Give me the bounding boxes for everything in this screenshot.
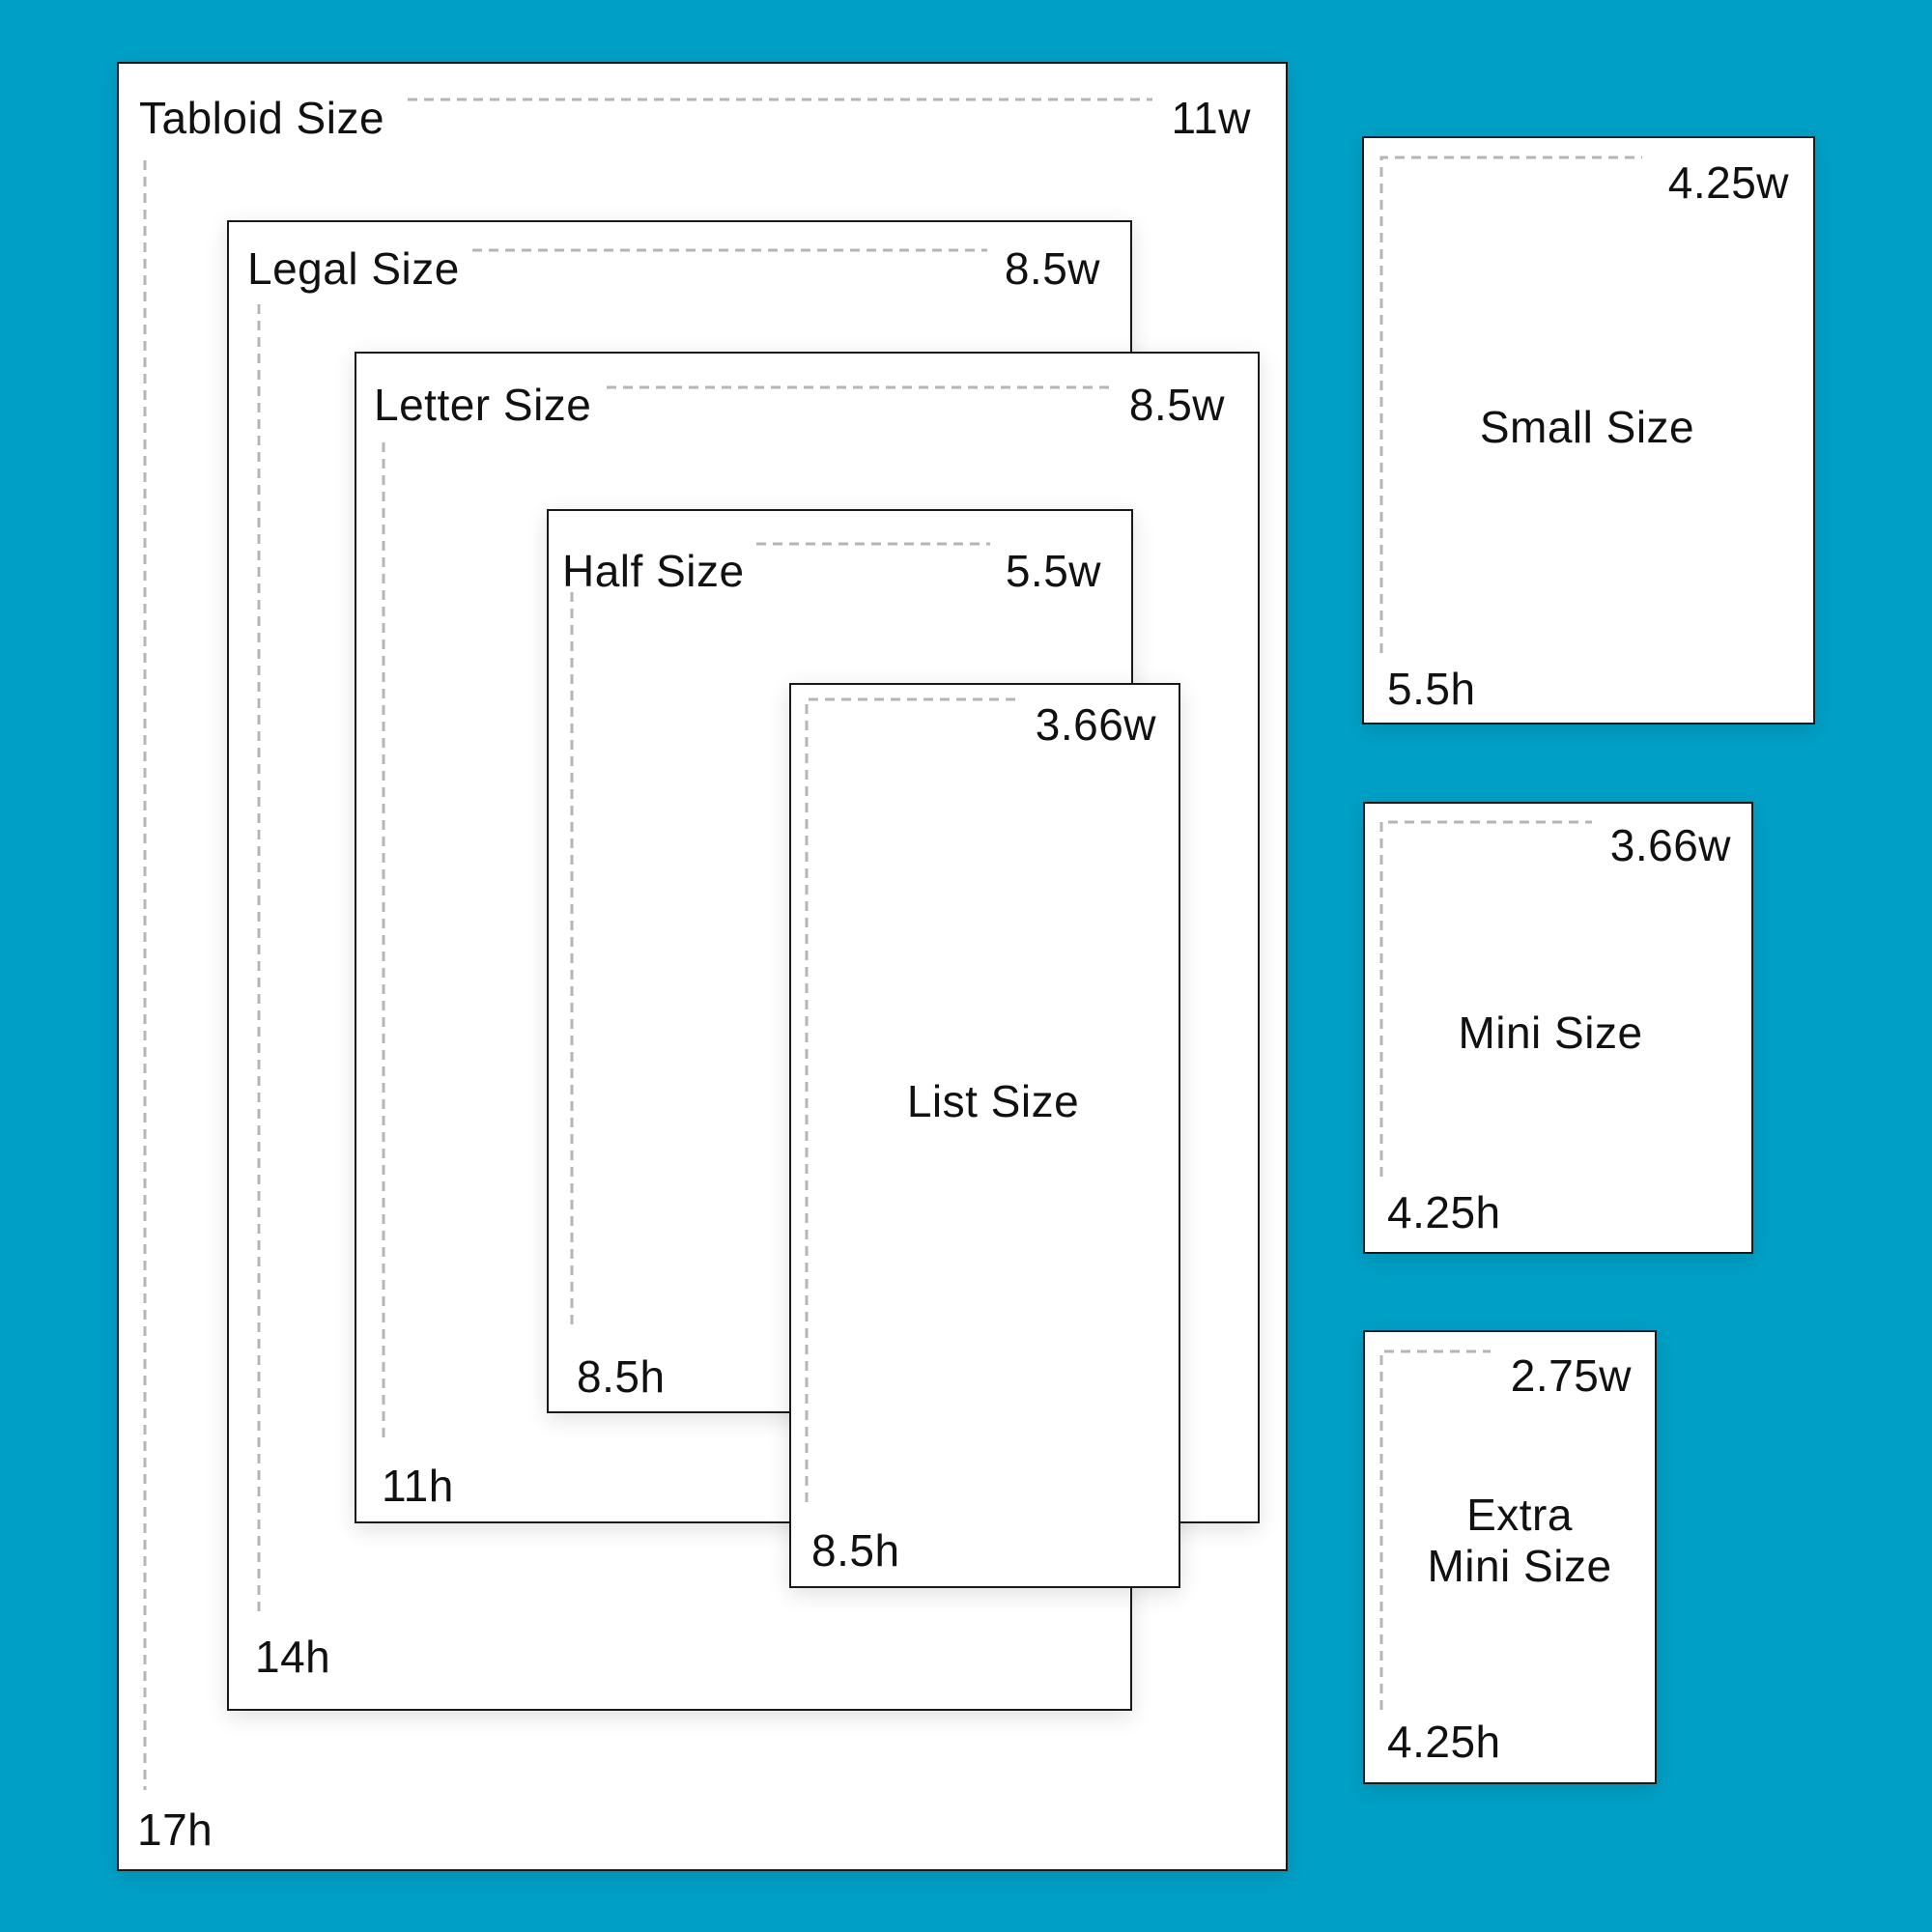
extra-mini-width-label: 2.75w: [1510, 1350, 1632, 1401]
small-title: Small Size: [1479, 402, 1695, 452]
list-size-card: [789, 683, 1180, 1588]
tabloid-title: Tabloid Size: [139, 93, 385, 143]
small-height-label: 5.5h: [1387, 664, 1476, 714]
mini-width-label: 3.66w: [1609, 820, 1731, 870]
letter-width-label: 8.5w: [1128, 380, 1225, 430]
extra-mini-title-line2: Mini Size: [1427, 1541, 1612, 1591]
extra-mini-height-label: 4.25h: [1387, 1717, 1501, 1767]
list-width-label: 3.66w: [1035, 699, 1156, 750]
legal-width-label: 8.5w: [1004, 243, 1100, 294]
letter-height-label: 11h: [382, 1461, 454, 1511]
mini-height-label: 4.25h: [1387, 1187, 1501, 1237]
tabloid-width-label: 11w: [1171, 93, 1251, 143]
half-height-label: 8.5h: [577, 1351, 666, 1402]
legal-height-label: 14h: [255, 1632, 331, 1682]
legal-title: Legal Size: [247, 243, 460, 294]
list-title: List Size: [906, 1076, 1080, 1126]
mini-title: Mini Size: [1458, 1008, 1643, 1058]
half-width-label: 5.5w: [1005, 546, 1101, 596]
tabloid-height-label: 17h: [137, 1804, 213, 1855]
extra-mini-title-line1: Extra: [1466, 1490, 1573, 1540]
letter-title: Letter Size: [374, 380, 592, 430]
list-height-label: 8.5h: [811, 1525, 900, 1576]
small-width-label: 4.25w: [1667, 157, 1789, 208]
half-title: Half Size: [562, 546, 745, 596]
